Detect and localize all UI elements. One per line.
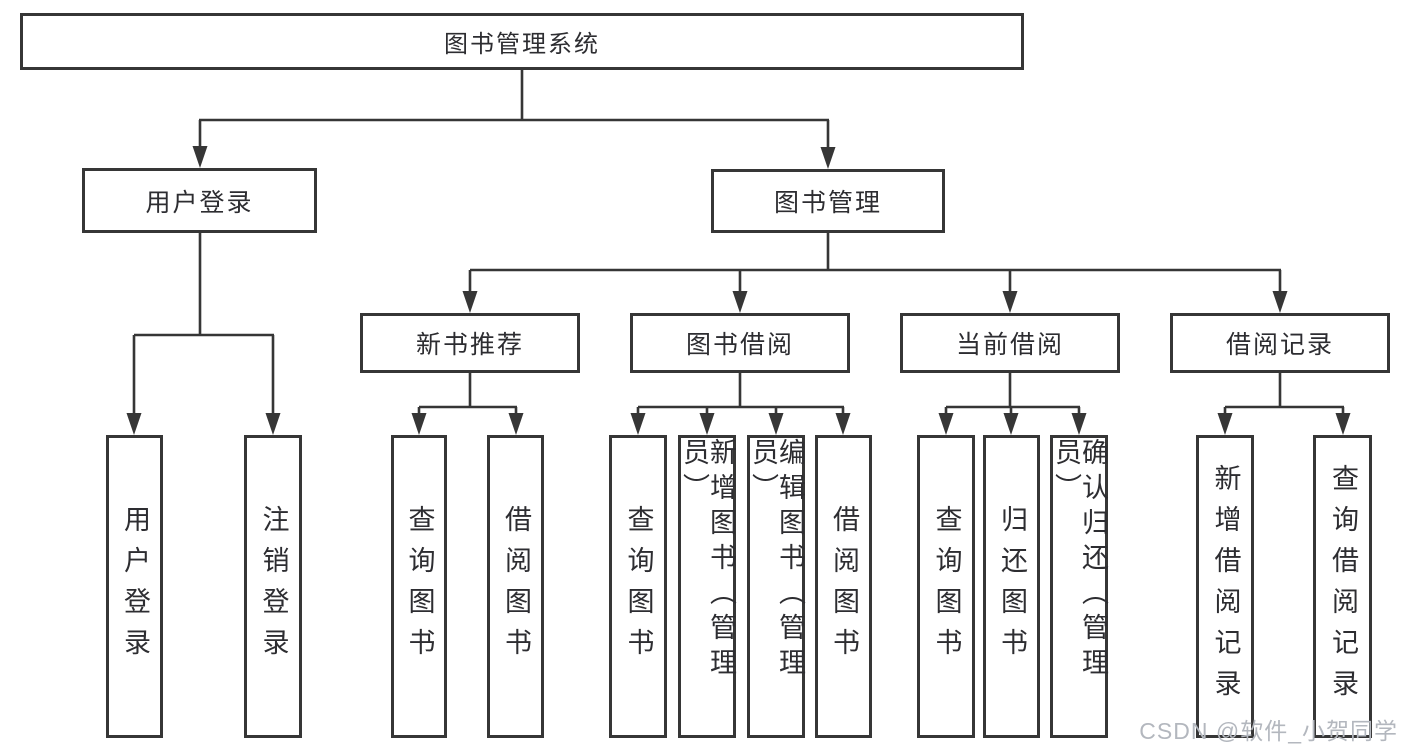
leaf-edit-book-admin: 编辑图书（管理员） xyxy=(747,435,805,738)
node-label: 当前借阅 xyxy=(955,331,1064,359)
node-label: 用户登录 xyxy=(120,504,150,669)
node-current-borrow: 当前借阅 xyxy=(900,313,1120,373)
node-label: 借阅图书 xyxy=(501,504,531,669)
connector-current-borrow-to-leaves xyxy=(938,373,1087,435)
leaf-confirm-return-admin: 确认归还（管理员） xyxy=(1050,435,1108,738)
node-new-book-recommend: 新书推荐 xyxy=(360,313,580,373)
node-label: 归还图书 xyxy=(997,504,1027,669)
connector-line xyxy=(417,373,518,414)
connector-root-to-level2 xyxy=(192,70,836,169)
arrowhead-down-icon xyxy=(938,413,1087,435)
arrowhead-down-icon xyxy=(630,413,851,435)
node-label: 借阅图书 xyxy=(829,504,859,669)
node-label: 查询图书 xyxy=(931,504,962,669)
node-label: 确认归还（管理员） xyxy=(1051,438,1108,683)
node-label: 新增借阅记录 xyxy=(1210,463,1241,710)
connector-line xyxy=(132,233,275,414)
node-label: 图书管理系统 xyxy=(444,31,600,58)
node-user-login: 用户登录 xyxy=(82,168,317,233)
arrowhead-down-icon xyxy=(126,413,281,435)
leaf-return-books: 归还图书 xyxy=(983,435,1040,738)
leaf-add-book-admin: 新增图书（管理员） xyxy=(678,435,736,738)
arrowhead-down-icon xyxy=(192,146,836,169)
node-label: 新增图书（管理员） xyxy=(679,438,736,683)
connector-line xyxy=(468,232,1282,292)
leaf-borrow-books: 借阅图书 xyxy=(815,435,872,738)
connector-book-borrow-to-leaves xyxy=(630,373,851,435)
connector-line xyxy=(944,373,1081,414)
leaf-logout: 注销登录 xyxy=(244,435,302,738)
arrowhead-down-icon xyxy=(1217,413,1351,435)
connector-new-books-to-leaves xyxy=(411,373,524,435)
node-label: 新书推荐 xyxy=(415,331,524,359)
node-label: 查询图书 xyxy=(623,504,654,669)
node-root-library-system: 图书管理系统 xyxy=(20,13,1024,70)
connector-line xyxy=(636,373,845,414)
node-book-borrow: 图书借阅 xyxy=(630,313,850,373)
node-borrow-records: 借阅记录 xyxy=(1170,313,1390,373)
connector-line xyxy=(1223,373,1345,414)
leaf-borrow-books-newrec: 借阅图书 xyxy=(487,435,544,738)
node-label: 查询图书 xyxy=(404,504,435,669)
arrowhead-down-icon xyxy=(462,291,1288,313)
node-label: 编辑图书（管理员） xyxy=(748,438,805,683)
node-label: 图书管理 xyxy=(773,189,882,217)
leaf-user-login: 用户登录 xyxy=(106,435,163,738)
csdn-watermark: CSDN @软件_小贺同学 xyxy=(1139,718,1398,744)
node-label: 用户登录 xyxy=(145,188,254,217)
leaf-query-books-newrec: 查询图书 xyxy=(391,435,447,738)
connector-user-login-to-leaves xyxy=(126,233,281,435)
arrowhead-down-icon xyxy=(411,413,524,435)
connector-book-mgmt-to-level3 xyxy=(462,232,1288,313)
leaf-query-books-borrow: 查询图书 xyxy=(609,435,667,738)
node-label: 借阅记录 xyxy=(1225,331,1334,359)
connector-line xyxy=(198,70,830,148)
leaf-add-borrow-record: 新增借阅记录 xyxy=(1196,435,1254,738)
leaf-query-borrow-record: 查询借阅记录 xyxy=(1313,435,1372,738)
node-book-management: 图书管理 xyxy=(711,169,945,233)
node-label: 注销登录 xyxy=(258,504,289,669)
connector-records-to-leaves xyxy=(1217,373,1351,435)
node-label: 图书借阅 xyxy=(685,331,794,359)
leaf-query-books-current: 查询图书 xyxy=(917,435,975,738)
node-label: 查询借阅记录 xyxy=(1328,463,1358,710)
